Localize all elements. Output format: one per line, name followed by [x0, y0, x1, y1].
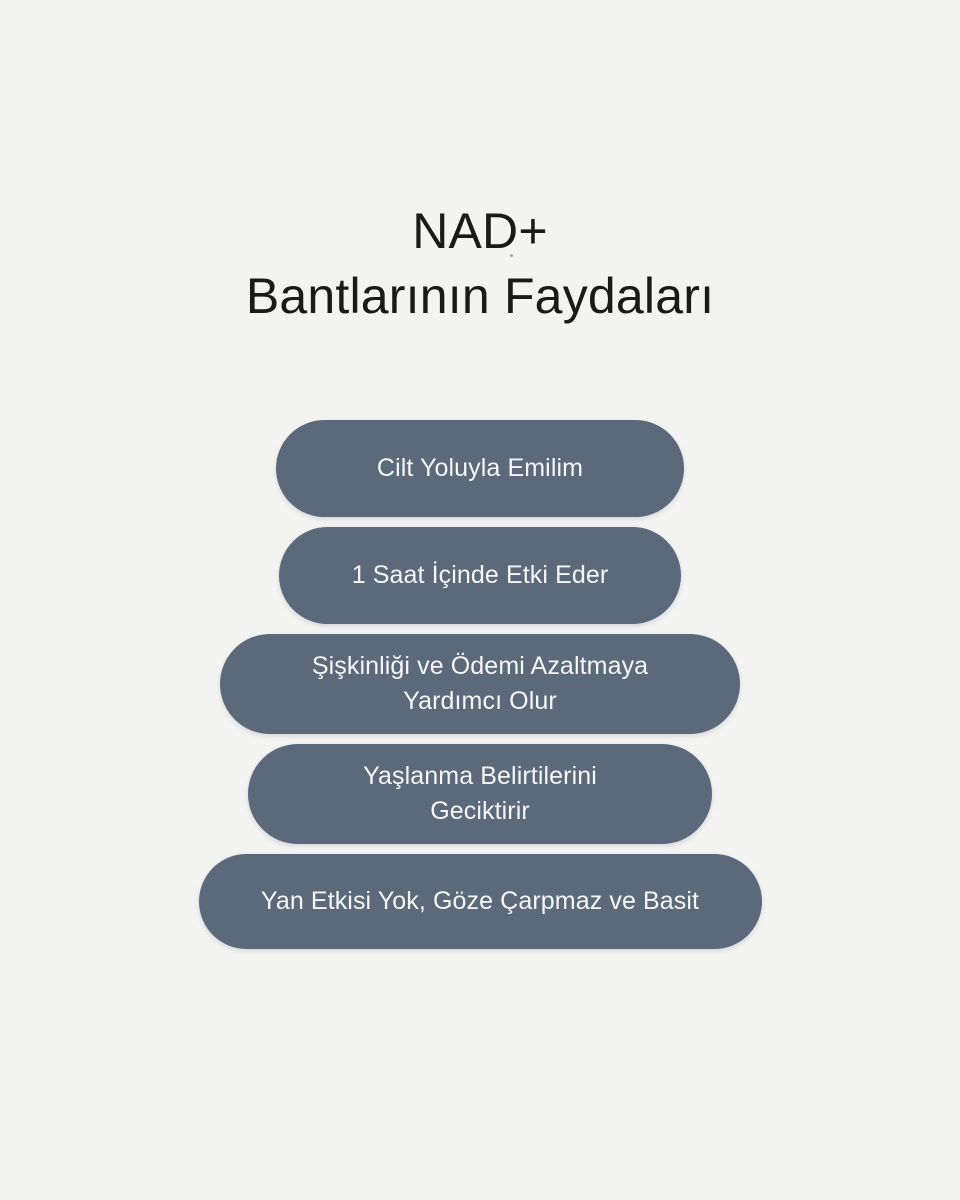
title-line-secondary: Bantlarının Faydaları	[245, 268, 715, 324]
benefit-pill-yan-etkisi-yok-goze-carpmaz-ve-basit: Yan Etkisi Yok, Göze Çarpmaz ve Basit	[198, 854, 762, 949]
title-dot-artifact	[510, 254, 513, 257]
benefit-pill-siskinligi-ve-odemi-azaltmaya-yardimci-olur: Şişkinliği ve Ödemi Azaltmaya Yardımcı O…	[220, 634, 740, 734]
benefit-pill-1-saat-icinde-etki-eder: 1 Saat İçinde Etki Eder	[279, 527, 681, 624]
page-title: NAD+ Bantlarının Faydaları	[0, 202, 960, 326]
benefit-pill-yaslanma-belirtilerini-geciktirir: Yaşlanma Belirtilerini Geciktirir	[248, 744, 712, 844]
benefits-list: Cilt Yoluyla Emilim 1 Saat İçinde Etki E…	[0, 420, 960, 949]
title-line-primary: NAD+	[412, 203, 548, 259]
benefit-pill-cilt-yoluyla-emilim: Cilt Yoluyla Emilim	[276, 420, 684, 517]
